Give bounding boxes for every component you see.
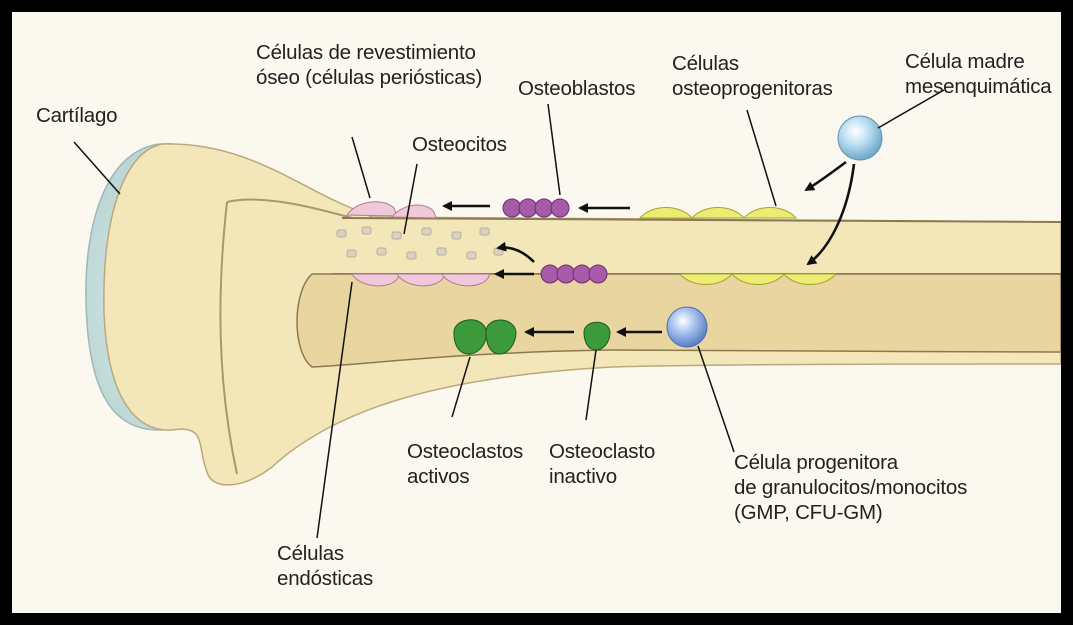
label-osteoclasto-inactivo: Osteoclasto inactivo [549,439,655,489]
label-gmp: Célula progenitora de granulocitos/monoc… [734,450,967,525]
label-revestimiento: Células de revestimiento óseo (células p… [256,40,482,90]
arrow-msc-to-progenitor-top [806,162,846,190]
label-osteoclastos-activos: Osteoclastos activos [407,439,523,489]
endosteal-lining-cells [352,274,490,286]
label-osteocitos: Osteocitos [412,132,507,157]
periosteal-lining-cells [347,202,436,218]
label-cartilago: Cartílago [36,103,117,128]
osteoprogenitor-cells-top [640,208,796,219]
diagram-frame: Cartílago Células de revestimiento óseo … [12,12,1061,613]
label-endosticas: Células endósticas [277,541,373,591]
label-osteoblastos: Osteoblastos [518,76,635,101]
osteoblasts-top [503,199,569,217]
osteoprogenitor-cells-bottom [680,274,836,285]
gmp-cell [667,307,707,347]
mesenchymal-stem-cell [838,116,882,160]
label-madre: Célula madre mesenquimática [905,49,1051,99]
label-osteoprogenitoras: Células osteoprogenitoras [672,51,833,101]
